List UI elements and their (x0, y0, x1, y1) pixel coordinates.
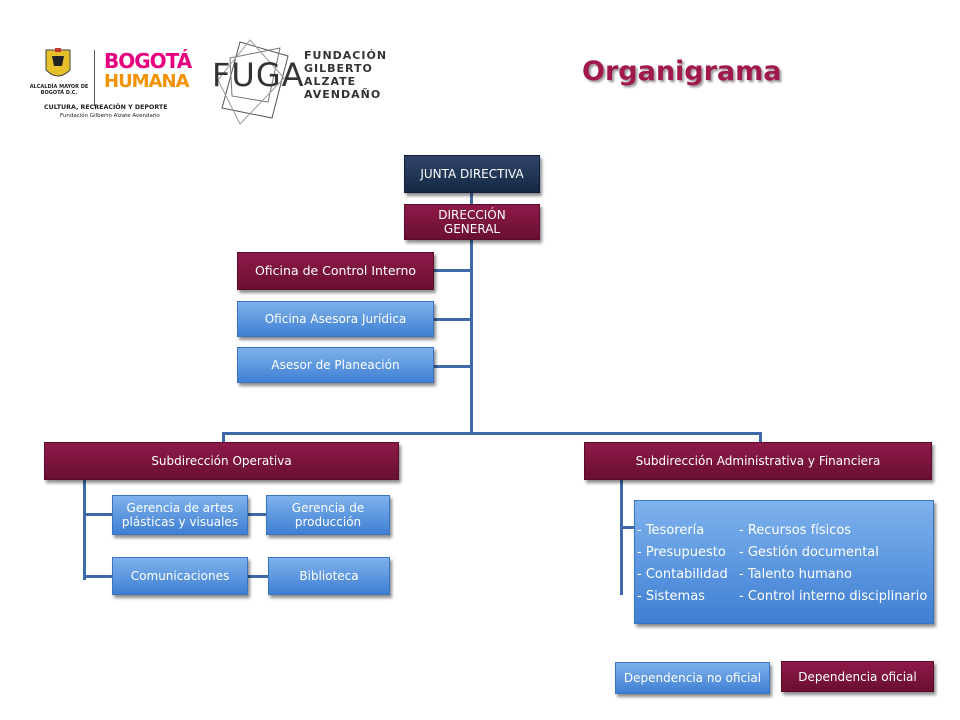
node-gerencia-artes[interactable]: Gerencia de artes plásticas y visuales (112, 495, 248, 535)
bogota-humana-logo: BOGOTÁ HUMANA (104, 50, 192, 98)
alcaldia-text: ALCALDÍA MAYOR DE BOGOTÁ D.C. (29, 84, 89, 96)
node-subdireccion-operativa[interactable]: Subdirección Operativa (44, 442, 399, 480)
admin-unit-item: - Recursos físicos (739, 523, 852, 538)
node-gerencia-produccion[interactable]: Gerencia de producción (266, 495, 390, 535)
bogota-word: BOGOTÁ (104, 49, 192, 73)
connector-main-trunk (470, 240, 473, 434)
admin-unit-item: - Contabilidad (637, 567, 728, 582)
connector-subdirecciones (222, 432, 762, 435)
connector-juridica (434, 318, 472, 321)
node-asesor-planeacion[interactable]: Asesor de Planeación (237, 347, 434, 383)
fuga-geometric-logo (217, 39, 289, 125)
connector-planeacion (434, 365, 472, 368)
fuga-name-line: AVENDAÑO (304, 88, 382, 101)
admin-units-right-column: - Recursos físicos - Gestión documental … (739, 520, 927, 608)
node-junta-directiva[interactable]: JUNTA DIRECTIVA (404, 155, 540, 193)
admin-units-left-column: - Tesorería - Presupuesto - Contabilidad… (637, 520, 728, 608)
connector-operativa-trunk (83, 480, 86, 580)
admin-unit-item: - Talento humano (739, 567, 852, 582)
sector-text: CULTURA, RECREACIÓN Y DEPORTE (44, 104, 168, 111)
admin-unit-item: - Control interno disciplinario (739, 589, 928, 604)
admin-unit-item: - Sistemas (637, 589, 705, 604)
fuga-name-line: ALZATE (304, 75, 357, 88)
node-control-interno[interactable]: Oficina de Control Interno (237, 252, 434, 290)
connector-admin-trunk (620, 480, 623, 595)
connector-artes-produccion (248, 513, 268, 516)
alcaldia-shield-logo (45, 48, 71, 77)
entity-text: Fundación Gilberto Alzate Avendaño (60, 113, 160, 119)
connector-gerencia-artes (83, 513, 113, 516)
node-comunicaciones[interactable]: Comunicaciones (112, 557, 248, 595)
humana-word: HUMANA (104, 71, 190, 92)
connector-sub-admin (759, 432, 762, 444)
fuga-wordmark: FUGA (212, 56, 305, 94)
admin-unit-item: - Tesorería (637, 523, 705, 538)
node-biblioteca[interactable]: Biblioteca (268, 557, 390, 595)
admin-unit-item: - Gestión documental (739, 545, 879, 560)
connector-com-biblioteca (248, 575, 268, 578)
node-direccion-general[interactable]: DIRECCIÓN GENERAL (404, 204, 540, 240)
connector-comunicaciones (83, 575, 113, 578)
logo-divider (94, 50, 95, 106)
fuga-name-line: GILBERTO (304, 62, 373, 75)
fuga-name-line: FUNDACIÓN (304, 49, 388, 62)
node-admin-units[interactable]: - Tesorería - Presupuesto - Contabilidad… (634, 500, 934, 624)
connector-sub-operativa (222, 432, 225, 444)
legend-oficial: Dependencia oficial (781, 661, 934, 692)
connector-admin-units (620, 526, 636, 529)
connector-junta-direccion (470, 193, 473, 205)
connector-control-interno (434, 269, 472, 272)
page-title: Organigrama (582, 56, 782, 87)
legend-no-oficial: Dependencia no oficial (615, 662, 770, 694)
node-asesora-juridica[interactable]: Oficina Asesora Jurídica (237, 301, 434, 337)
node-subdireccion-administrativa[interactable]: Subdirección Administrativa y Financiera (584, 442, 932, 480)
fuga-fullname: FUNDACIÓN GILBERTO ALZATE AVENDAÑO (304, 49, 387, 101)
admin-unit-item: - Presupuesto (637, 545, 726, 560)
